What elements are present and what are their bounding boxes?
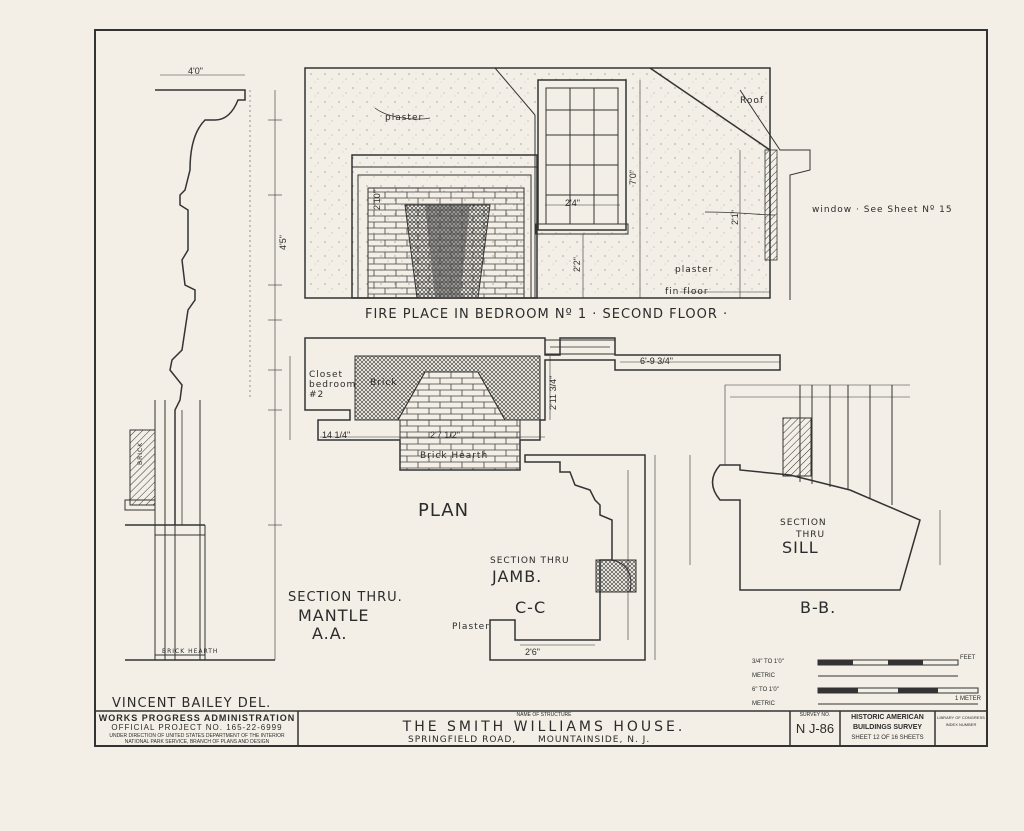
agency-line-3: UNDER DIRECTION OF UNITED STATES DEPARTM… bbox=[109, 733, 285, 739]
elevation-title: FIRE PLACE IN BEDROOM Nº 1 · SECOND FLOO… bbox=[365, 307, 729, 322]
fireplace-plan bbox=[289, 337, 781, 471]
dim-2-1: 2'1" bbox=[730, 210, 740, 225]
plaster-label-top: plaster bbox=[385, 113, 424, 123]
structure-road: SPRINGFIELD ROAD, bbox=[408, 735, 517, 745]
corner-line-1: LIBRARY OF CONGRESS bbox=[937, 715, 985, 720]
section-sill-title-2: THRU bbox=[796, 530, 826, 540]
scale-label-d: METRIC bbox=[752, 701, 775, 707]
brick-hearth-label: Brick Hearth bbox=[420, 451, 489, 461]
dim-6-9: 6'-9 3/4" bbox=[640, 356, 673, 366]
dim-2-6: 2'6" bbox=[525, 647, 540, 657]
structure-town: MOUNTAINSIDE, N. J. bbox=[538, 735, 651, 745]
dim-2-4: 2'4" bbox=[565, 198, 580, 208]
agency-line-2: OFFICIAL PROJECT NO. 165-22-6999 bbox=[111, 723, 283, 732]
scale-bars bbox=[817, 659, 979, 705]
section-mantle-title-3: A.A. bbox=[312, 624, 348, 643]
section-jamb-title-1: SECTION THRU bbox=[490, 556, 570, 566]
section-jamb-title-3: C-C bbox=[515, 598, 547, 617]
mantle-width-dim: 4'0" bbox=[188, 66, 203, 76]
dim-7-0: 7'0" bbox=[628, 170, 638, 185]
section-mantle-title-1: SECTION THRU. bbox=[288, 590, 403, 605]
brick-section-label: BRICK bbox=[137, 441, 144, 465]
scale-label-b: METRIC bbox=[752, 673, 775, 679]
dim-2-7: 2'7 1/2" bbox=[430, 430, 460, 440]
dim-4-5: 4'5" bbox=[278, 235, 288, 250]
dim-14: 14 1/4" bbox=[322, 430, 351, 440]
scale-label-a: 3/4" TO 1'0" bbox=[752, 659, 784, 665]
roof-label: Roof bbox=[740, 96, 765, 106]
survey-caption: SURVEY NO. bbox=[799, 712, 831, 718]
dim-2-10: 2'10" bbox=[372, 190, 382, 210]
survey-number: N J-86 bbox=[795, 721, 835, 736]
dim-2-11: 2'11 3/4" bbox=[548, 375, 558, 410]
section-jamb bbox=[489, 454, 656, 661]
name-caption: NAME OF STRUCTURE bbox=[516, 712, 572, 718]
section-jamb-title-2: JAMB. bbox=[492, 567, 543, 586]
section-sill-title-3: SILL bbox=[782, 538, 819, 557]
plan-title: PLAN bbox=[418, 500, 470, 521]
title-block-lines bbox=[297, 711, 936, 746]
scale-label-c: 6" TO 1'0" bbox=[752, 687, 779, 693]
agency-line-1: WORKS PROGRESS ADMINISTRATION bbox=[98, 713, 296, 723]
window-note-label: window · See Sheet Nº 15 bbox=[812, 205, 953, 215]
habs-line-1: HISTORIC AMERICAN bbox=[851, 714, 924, 721]
structure-name: THE SMITH WILLIAMS HOUSE. bbox=[402, 719, 686, 735]
corner-line-2: INDEX NUMBER bbox=[945, 722, 977, 727]
section-sill-title-4: B-B. bbox=[800, 598, 837, 617]
section-mantle bbox=[124, 74, 282, 661]
agency-line-4: NATIONAL PARK SERVICE, BRANCH OF PLANS A… bbox=[124, 739, 270, 745]
fireplace-elevation bbox=[304, 67, 811, 300]
plaster-label-bottom: plaster bbox=[675, 265, 714, 275]
brick-hearth-section-label: BRICK HEARTH bbox=[162, 648, 219, 655]
section-sill-title-1: SECTION bbox=[780, 518, 827, 528]
closet-label: Closet bedroom #2 bbox=[309, 370, 357, 400]
habs-line-2: BUILDINGS SURVEY bbox=[852, 724, 923, 731]
brick-plan-label: Brick bbox=[370, 378, 398, 388]
sheet-border bbox=[94, 29, 988, 747]
scale-feet-label: FEET bbox=[960, 655, 976, 661]
plaster-jamb-label: Plaster bbox=[452, 622, 490, 632]
fin-floor-label: fin floor bbox=[665, 287, 709, 297]
section-mantle-title-2: MANTLE bbox=[298, 606, 370, 625]
dim-2-2: 2'2" bbox=[572, 257, 582, 272]
delineator: VINCENT BAILEY DEL. bbox=[112, 696, 272, 711]
sheet-number: SHEET 12 OF 16 SHEETS bbox=[851, 735, 924, 741]
section-sill bbox=[689, 384, 941, 591]
scale-metric-label: 1 METER bbox=[955, 696, 982, 702]
